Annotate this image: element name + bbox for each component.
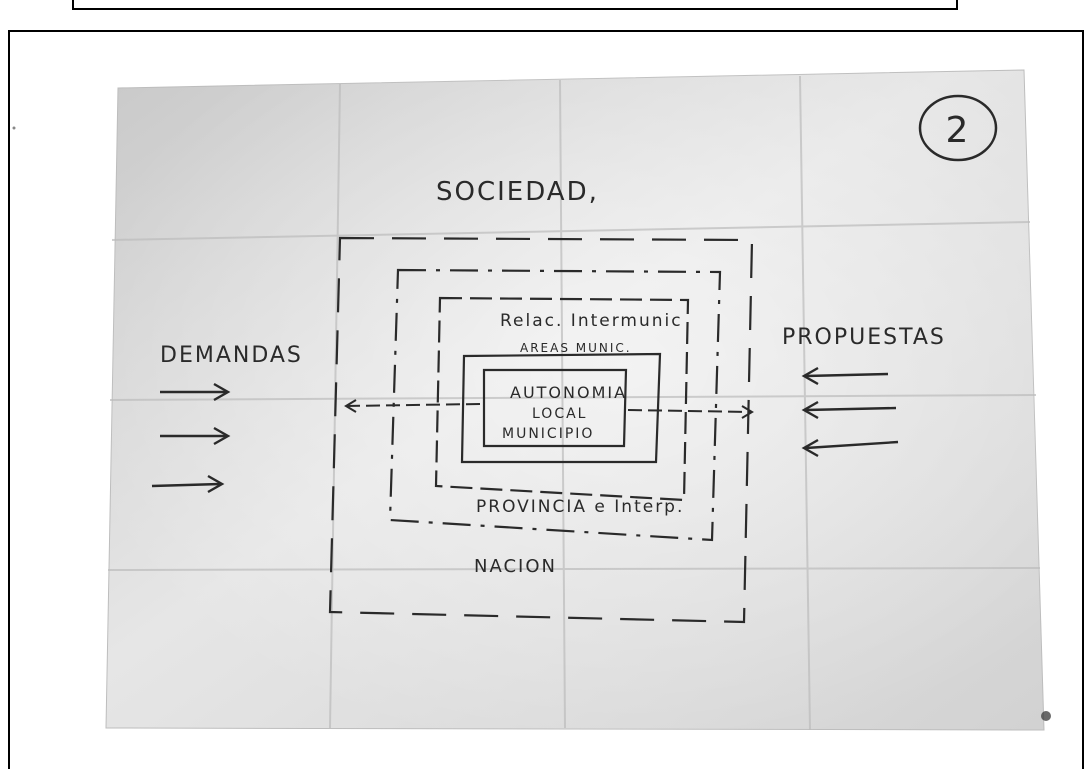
- nested-rings: [328, 236, 754, 624]
- label-relac-intermunic: Relac. Intermunic: [500, 311, 683, 331]
- ring-province: [388, 268, 722, 542]
- main-frame-border: [8, 30, 1084, 769]
- label-autonomia: AUTONOMIA: [510, 383, 627, 402]
- demandas-label: DEMANDAS: [160, 343, 303, 368]
- paper-fold-lines: [107, 75, 1041, 731]
- propuestas-arrows: [801, 366, 899, 458]
- propuestas-label: PROPUESTAS: [782, 325, 946, 350]
- label-areas-munic: AREAS MUNIC.: [520, 341, 632, 355]
- ring-core: [482, 368, 628, 448]
- top-frame-border: [72, 0, 958, 10]
- label-nacion: NACION: [474, 556, 557, 577]
- inner-arrows: [344, 399, 754, 419]
- label-municipio: MUNICIPIO: [502, 426, 594, 442]
- ring-intermunicipal: [434, 296, 690, 502]
- label-provincia: PROVINCIA e Interp.: [476, 497, 684, 517]
- page-number-badge: 2: [918, 94, 998, 162]
- ring-nation: [328, 236, 754, 624]
- demandas-arrows: [151, 382, 231, 494]
- page-number-text: 2: [946, 110, 971, 151]
- label-local: LOCAL: [532, 406, 587, 422]
- ring-areas: [460, 352, 662, 464]
- sociedad-label: SOCIEDAD,: [436, 177, 599, 207]
